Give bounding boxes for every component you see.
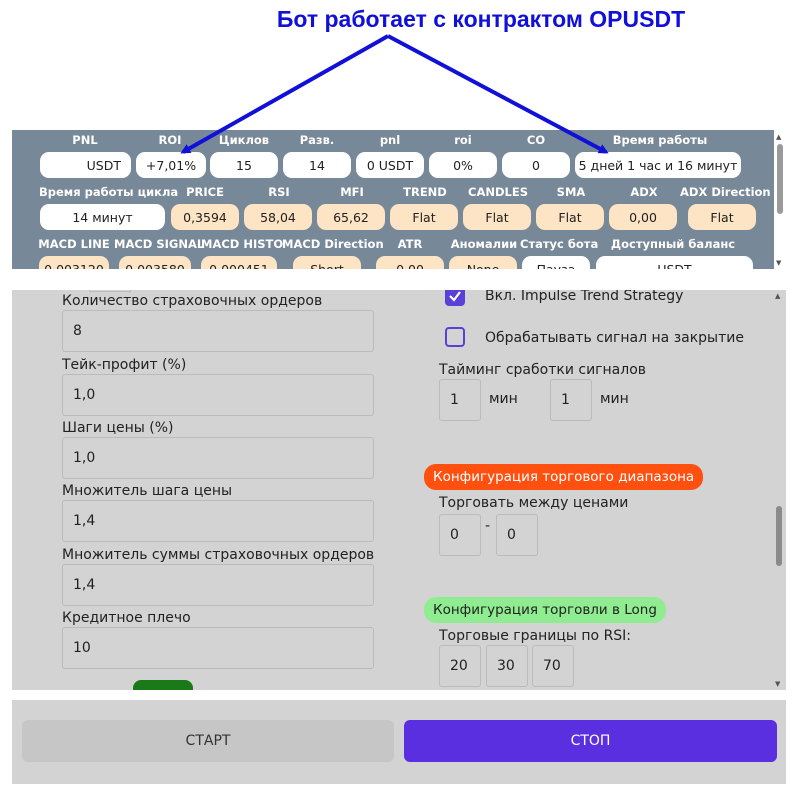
value-candles: Flat [463, 204, 531, 230]
label-adx-direction: ADX Direction [680, 185, 771, 199]
leverage-input[interactable]: 10 [62, 627, 374, 669]
safety-order-volume-multiplier-input[interactable]: 1,4 [62, 564, 374, 606]
label-sma: SMA [556, 185, 586, 199]
stats-scrollbar-thumb[interactable] [777, 144, 783, 214]
value-bot-status: Пауза [522, 256, 590, 269]
label-cycle-time: Время работы цикла [39, 185, 179, 199]
settings-panel: Количество страховочных ордеров 8 Тейк-п… [12, 290, 786, 690]
label-signal-timing: Тайминг сработки сигналов [439, 362, 647, 378]
label-roi-cycle: roi [454, 133, 472, 147]
value-macd-signal: 0,003580 [119, 256, 191, 269]
impulse-trend-label: Вкл. Impulse Trend Strategy [485, 290, 684, 304]
value-adx: 0,00 [609, 204, 677, 230]
impulse-trend-checkbox[interactable] [445, 290, 465, 306]
value-atr: 0,00 [376, 256, 444, 269]
value-available-balance: USDT [596, 256, 753, 269]
value-price: 0,3594 [171, 204, 239, 230]
control-bar: СТАРТ СТОП [12, 700, 786, 784]
label-macd-direction: MACD Direction [282, 237, 384, 251]
label-safety-orders-count: Количество страховочных ордеров [62, 293, 323, 309]
value-rsi: 58,04 [244, 204, 312, 230]
value-macd-histo: 0,000451 [201, 256, 277, 269]
label-candles: CANDLES [468, 185, 528, 199]
timing-unit-2: мин [600, 391, 629, 407]
label-bot-status: Статус бота [520, 237, 599, 251]
label-available-balance: Доступный баланс [610, 237, 736, 251]
value-roi: +7,01% [136, 152, 206, 178]
range-section-badge: Конфигурация торгового диапазона [424, 464, 704, 490]
start-button[interactable]: СТАРТ [22, 720, 394, 762]
cut-off-field [89, 290, 131, 292]
label-rsi: RSI [268, 185, 290, 199]
label-price-step: Шаги цены (%) [62, 420, 174, 436]
price-range-from-input[interactable]: 0 [439, 514, 481, 556]
value-macd-line: 0,003120 [39, 256, 109, 269]
value-pnl: USDT [40, 152, 131, 178]
price-range-to-input[interactable]: 0 [496, 514, 538, 556]
value-anomalies: None [449, 256, 517, 269]
value-macd-direction: Short [293, 256, 361, 269]
label-uptime: Время работы [612, 133, 708, 147]
label-roi: ROI [158, 133, 182, 147]
scroll-down-icon[interactable]: ▼ [776, 259, 782, 267]
close-signal-label: Обрабатывать сигнал на закрытие [485, 330, 744, 346]
label-co: CO [526, 133, 546, 147]
long-section-badge: Конфигурация торговли в Long [424, 597, 666, 623]
value-trend: Flat [390, 204, 458, 230]
price-step-multiplier-input[interactable]: 1,4 [62, 500, 374, 542]
label-cycles: Циклов [218, 133, 270, 147]
label-macd-signal: MACD SIGNAL [114, 237, 205, 251]
rsi-bound-input-3[interactable]: 70 [532, 645, 574, 687]
price-step-input[interactable]: 1,0 [62, 437, 374, 479]
rsi-bound-input-2[interactable]: 30 [486, 645, 528, 687]
value-cycles: 15 [210, 152, 278, 178]
label-price-step-multiplier: Множитель шага цены [62, 483, 233, 499]
value-cycle-time: 14 минут [40, 204, 165, 230]
label-atr: ATR [397, 237, 423, 251]
signal-timing-input-1[interactable]: 1 [439, 379, 481, 421]
label-trade-between-prices: Торговать между ценами [439, 495, 629, 511]
value-pnl-cycle: 0 USDT [356, 152, 424, 178]
value-mfi: 65,62 [317, 204, 385, 230]
settings-scrollbar[interactable]: ▲ ▼ [772, 290, 786, 690]
label-price: PRICE [186, 185, 224, 199]
label-adx: ADX [630, 185, 658, 199]
label-anomalies: Аномалии [450, 237, 518, 251]
stats-panel: PNL ROI Циклов Разв. pnl roi CO Время ра… [12, 130, 786, 269]
scroll-up-icon[interactable]: ▲ [776, 133, 782, 141]
green-button[interactable] [133, 680, 193, 690]
signal-timing-input-2[interactable]: 1 [550, 379, 592, 421]
value-co: 0 [502, 152, 570, 178]
label-take-profit: Тейк-профит (%) [62, 357, 187, 373]
stop-button[interactable]: СТОП [404, 720, 777, 762]
label-rsi-bounds: Торговые границы по RSI: [439, 628, 632, 644]
timing-unit-1: мин [489, 391, 518, 407]
value-uptime: 5 дней 1 час и 16 минут [575, 152, 741, 178]
take-profit-input[interactable]: 1,0 [62, 374, 374, 416]
close-signal-checkbox[interactable] [445, 327, 465, 347]
price-range-separator: - [485, 518, 491, 534]
label-leverage: Кредитное плечо [62, 610, 191, 626]
label-pnl-cycle: pnl [379, 133, 401, 147]
label-macd-histo: MACD HISTO [201, 237, 284, 251]
label-macd-line: MACD LINE [38, 237, 110, 251]
value-adx-direction: Flat [688, 204, 756, 230]
stats-scrollbar[interactable]: ▲ ▼ [774, 130, 786, 269]
value-deployed: 14 [283, 152, 351, 178]
value-roi-cycle: 0% [429, 152, 497, 178]
settings-scrollbar-thumb[interactable] [776, 506, 782, 566]
label-safety-order-volume-multiplier: Множитель суммы страховочных ордеров [62, 547, 375, 563]
label-pnl: PNL [72, 133, 98, 147]
safety-orders-count-input[interactable]: 8 [62, 310, 374, 352]
value-sma: Flat [536, 204, 604, 230]
annotation-text: Бот работает с контрактом OPUSDT [276, 6, 686, 32]
scroll-down-icon[interactable]: ▼ [775, 680, 781, 688]
rsi-bound-input-1[interactable]: 20 [439, 645, 481, 687]
annotation-title: Бот работает с контрактом OPUSDT [0, 6, 800, 33]
label-trend: TREND [403, 185, 447, 199]
scroll-up-icon[interactable]: ▲ [775, 292, 781, 300]
label-deployed: Разв. [299, 133, 335, 147]
label-mfi: MFI [340, 185, 364, 199]
check-icon [449, 291, 461, 302]
